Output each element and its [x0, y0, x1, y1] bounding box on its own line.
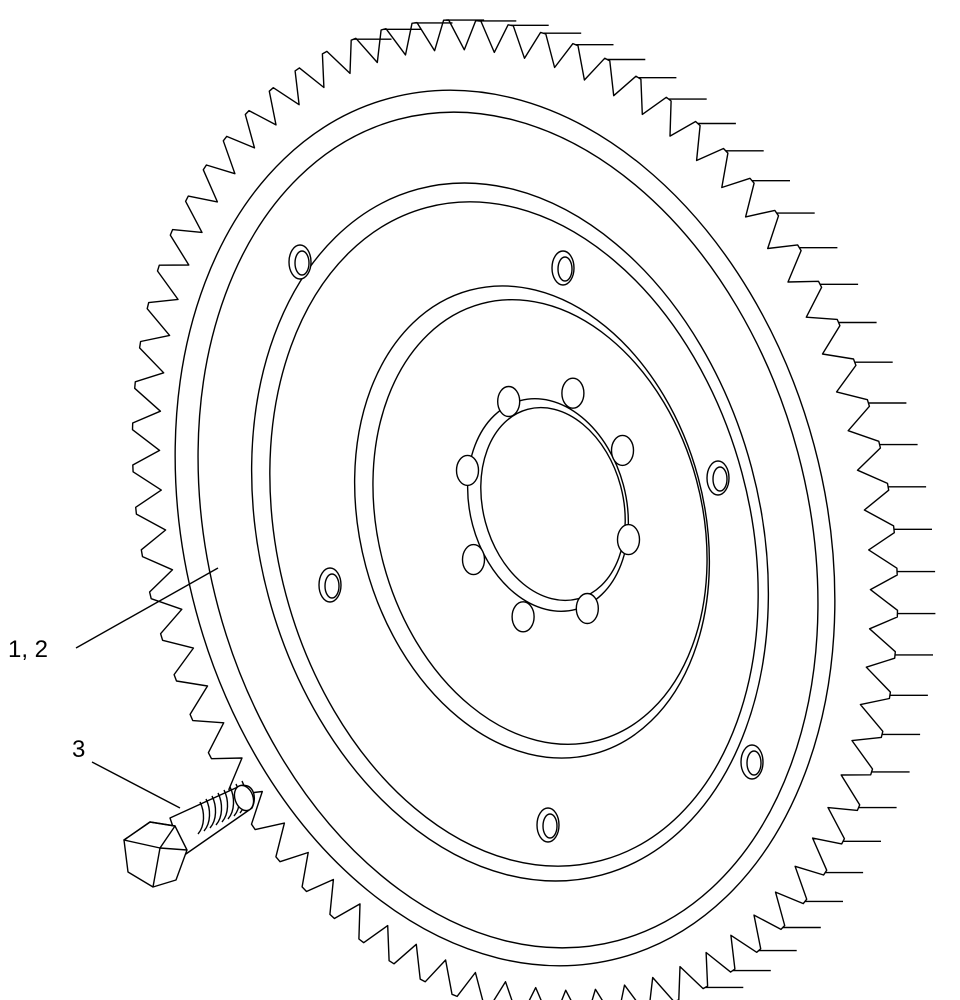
flywheel-hub-recess [353, 285, 711, 759]
leader-line-bolt [91, 761, 181, 809]
flywheel-friction-surface [250, 182, 770, 882]
crank-bolt-hole [461, 543, 486, 576]
thread-ring [557, 256, 573, 282]
crank-bolt-hole [511, 601, 535, 633]
bolt-threads [197, 780, 247, 835]
crank-bolt-hole [497, 385, 521, 418]
thread-line [209, 795, 217, 829]
thread-ring [294, 250, 310, 276]
bolt-hex-edge [152, 847, 188, 888]
thread-ring [324, 573, 340, 599]
crank-bolt-hole [575, 592, 599, 625]
flywheel-ring-gear [131, 19, 936, 1000]
thread-ring [542, 813, 558, 839]
crankshaft-bolt-holes [455, 377, 641, 633]
thread-line [221, 789, 229, 823]
tooth-faces [353, 19, 936, 989]
thread-line [197, 801, 205, 835]
flywheel-face-rim [174, 89, 836, 967]
thread-line [215, 792, 223, 826]
thread-line [227, 786, 235, 820]
callout-bolt: 3 [72, 736, 86, 763]
flywheel-friction-surface-edge [269, 201, 759, 867]
crank-bolt-hole [610, 434, 635, 467]
clutch-threaded-holes [288, 244, 764, 843]
crank-bolt-hole [455, 454, 480, 487]
thread-line [203, 798, 211, 832]
bolt-hex-face [123, 821, 176, 849]
bolt-hex-head [123, 821, 188, 888]
callout-flywheel: 1, 2 [8, 636, 49, 663]
flywheel-face-rim-inner [197, 111, 819, 949]
hex-bolt [123, 780, 256, 888]
crank-bolt-hole [616, 523, 641, 556]
crank-bolt-hole [561, 377, 585, 409]
thread-ring [712, 466, 728, 492]
thread-ring [746, 750, 762, 776]
flywheel-hub-recess-edge [372, 299, 708, 745]
leader-line-flywheel [75, 567, 219, 649]
bolt-shank-end [233, 784, 255, 812]
leader-lines [75, 567, 219, 809]
